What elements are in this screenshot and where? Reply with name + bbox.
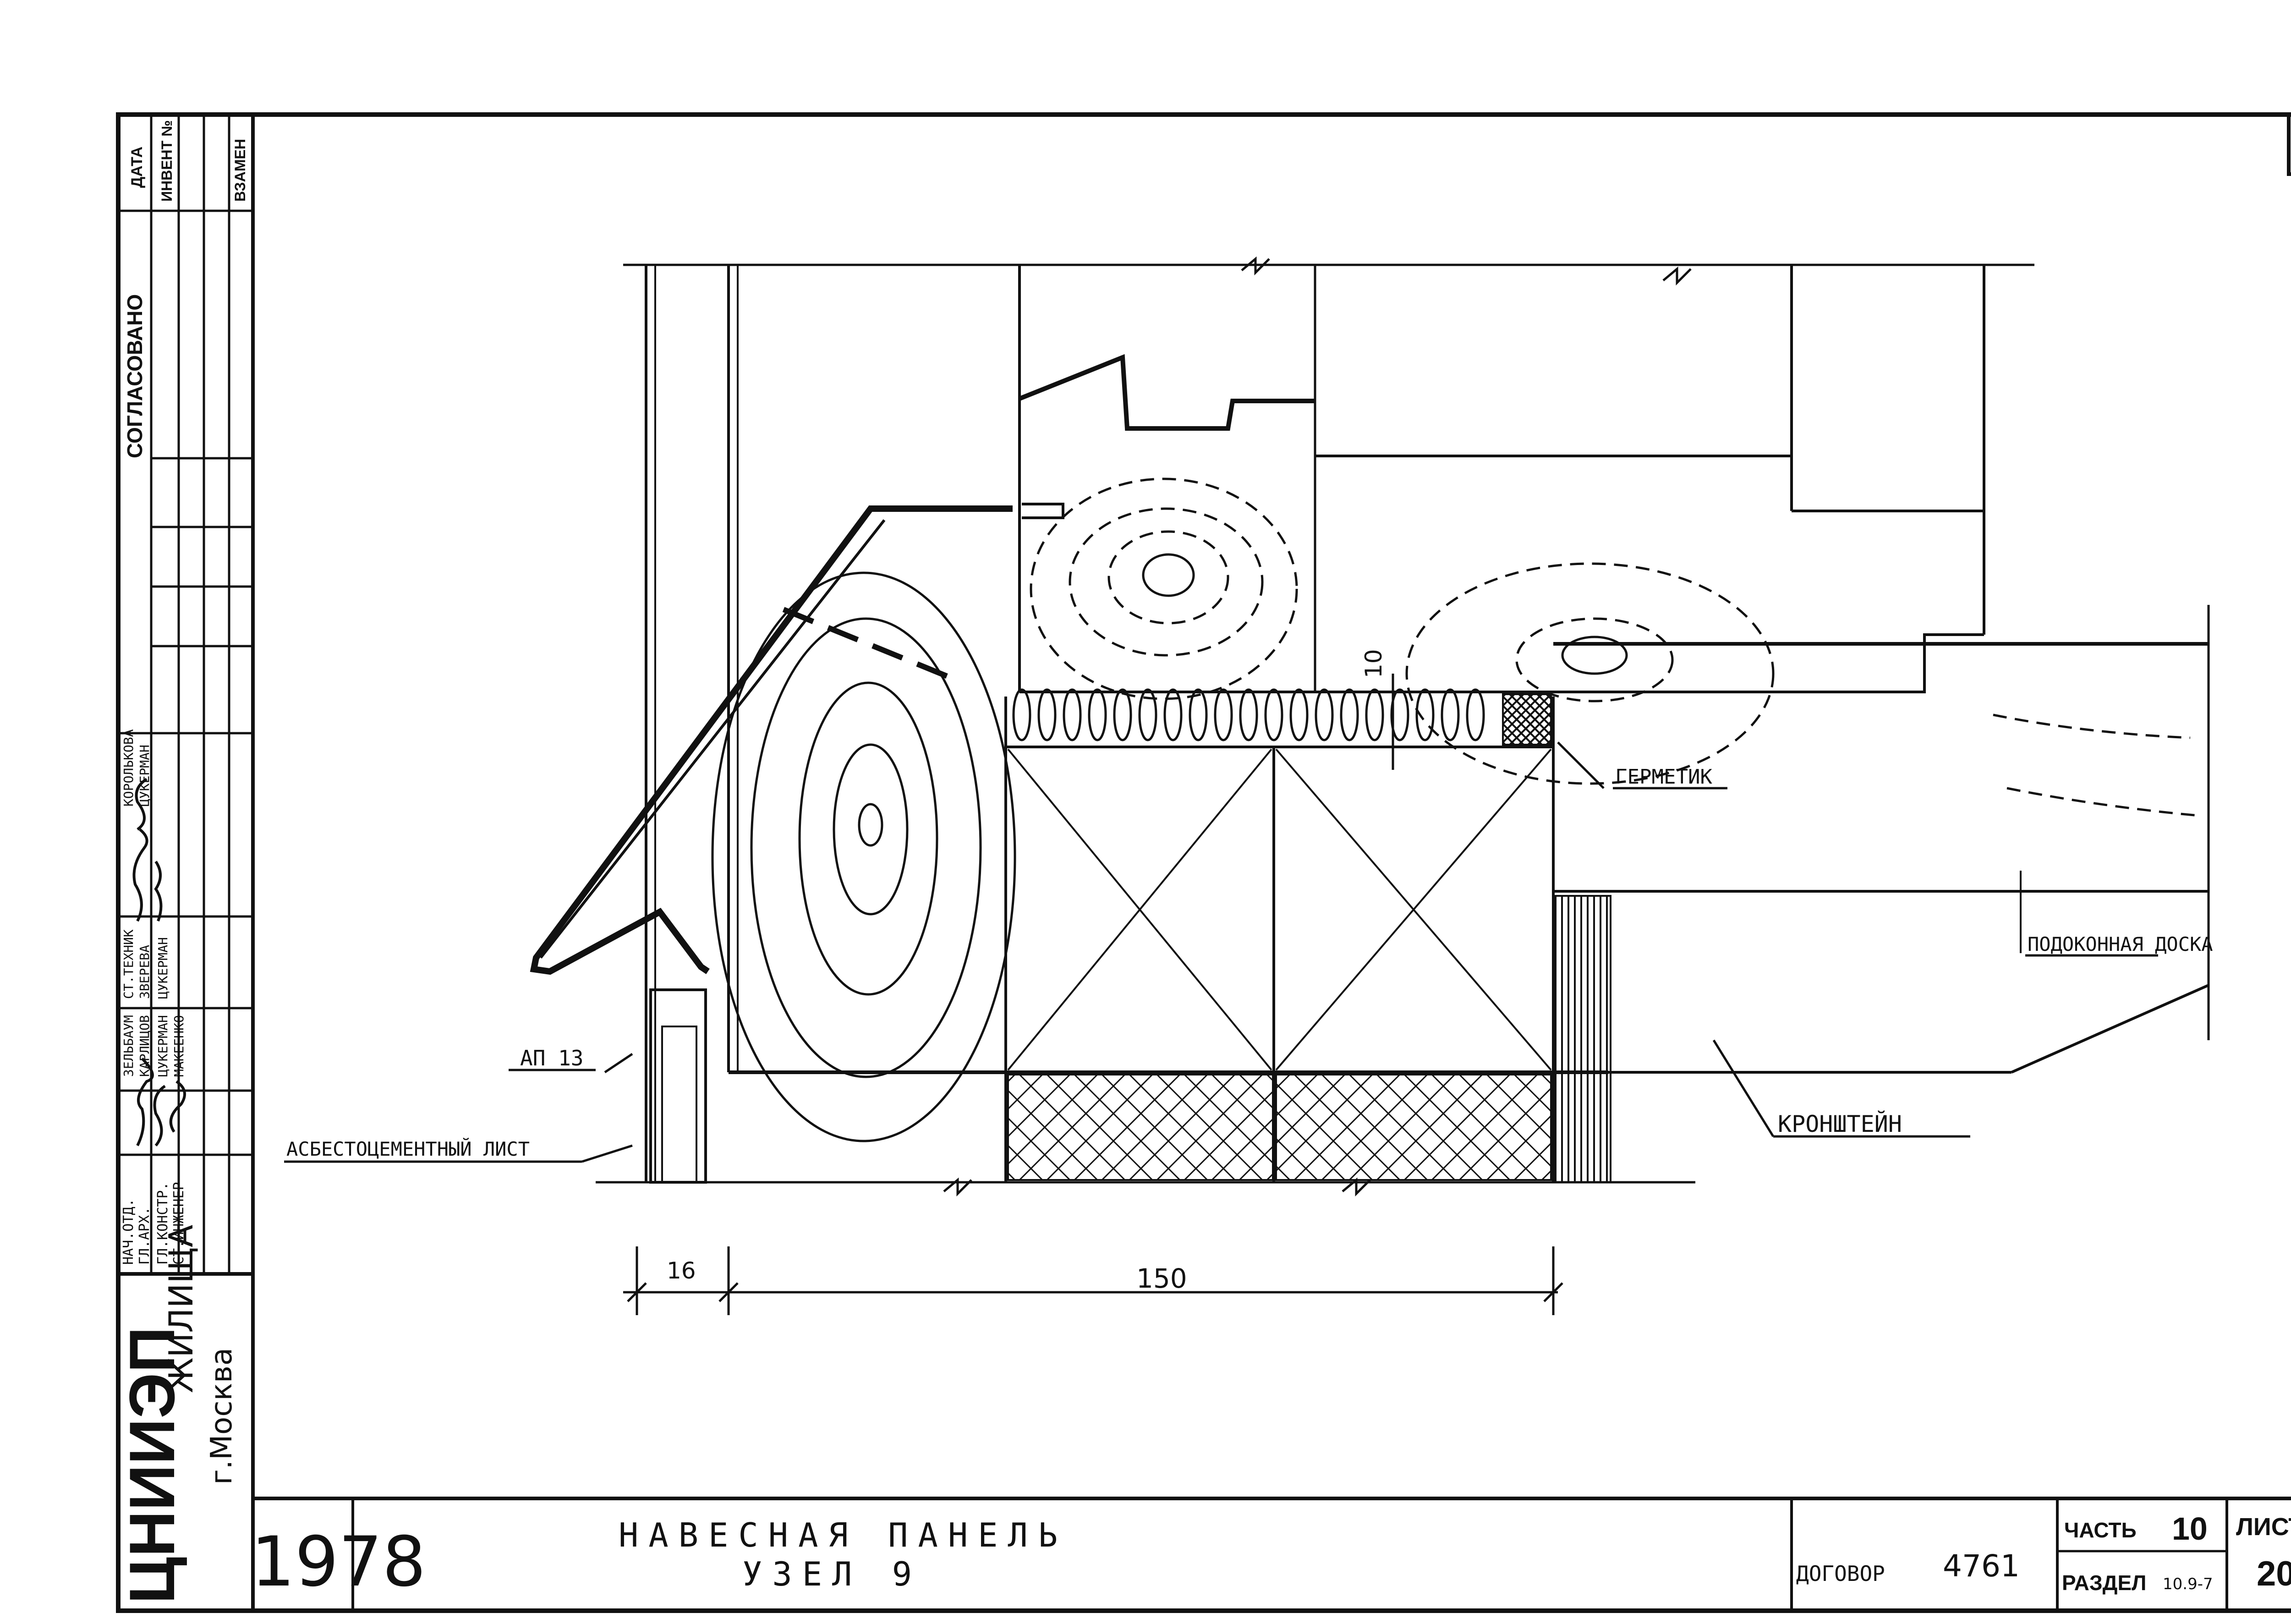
- label-asbestos-sheet: АСБЕСТОЦЕМЕНТНЫЙ ЛИСТ: [286, 1137, 530, 1160]
- stamp-date: ДАТА: [128, 147, 146, 188]
- stamp-name-9: ЦУКЕРМАН: [137, 745, 152, 807]
- stamp-name-7: ЦУКЕРМАН: [155, 937, 170, 999]
- stamp-name-1: ЗЕЛЬБАУМ: [121, 1015, 136, 1077]
- dim-150: 150: [1136, 1263, 1187, 1294]
- stamp-inventory: ИНВЕНТ №: [159, 120, 175, 202]
- label-sill-board: ПОДОКОННАЯ ДОСКА: [2028, 933, 2213, 955]
- stamp-replace: ВЗАМЕН: [232, 139, 248, 202]
- coil-insulation: [1012, 688, 1485, 741]
- sheet-frame: [116, 112, 2291, 1613]
- stamp-name-4: МАКЕЕНКО: [171, 1015, 186, 1077]
- sheet-label: ЛИСТ: [2236, 1513, 2291, 1541]
- dim-16: 16: [667, 1257, 696, 1284]
- title-block: [253, 1497, 2291, 1611]
- corner-number-box: 21: [2287, 113, 2291, 176]
- label-sealant: ГЕРМЕТИК: [1615, 765, 1712, 789]
- stamp-role-1: НАЧ.ОТД.: [121, 1199, 137, 1265]
- part-number: 10: [2172, 1511, 2208, 1547]
- contract-label: ДОГОВОР: [1796, 1561, 1885, 1586]
- stamp-role-4: СТ.ИНЖЕНЕР: [171, 1182, 187, 1265]
- dim-10: 10: [1360, 649, 1387, 678]
- title-line-2: УЗЕЛ 9: [742, 1555, 922, 1593]
- insulation-hatch-right: [1275, 1074, 1552, 1181]
- stamp-name-8: КОРОЛЬКОВА: [121, 729, 136, 807]
- stamp-name-5: СТ.ТЕХНИК: [121, 929, 136, 999]
- title-line-1: НАВЕСНАЯ ПАНЕЛЬ: [619, 1516, 1068, 1554]
- stamp-role-3: ГЛ.КОНСТР.: [155, 1182, 171, 1265]
- insulation-hatch-left: [1007, 1074, 1274, 1181]
- stamp-role-2: ГЛ.АРХ.: [137, 1207, 153, 1265]
- dimension-lines: [284, 674, 2158, 1315]
- org-name-rest: ЖИЛИЩА: [162, 1225, 200, 1393]
- section-label: РАЗДЕЛ: [2062, 1571, 2146, 1595]
- sheet-number: 20: [2257, 1554, 2291, 1593]
- label-bracket: КРОНШТЕЙН: [1778, 1110, 1902, 1137]
- org-name-big: ЦНИИЭП: [116, 1327, 188, 1604]
- stamp-name-6: ЗВЕРЕВА: [137, 945, 152, 999]
- label-ap13: АП 13: [520, 1046, 583, 1070]
- wood-grain: [711, 477, 2200, 1142]
- section-number: 10.9-7: [2163, 1575, 2213, 1593]
- wall-panel-section: [530, 256, 2210, 1197]
- signatures: [132, 778, 186, 1147]
- vertical-hatch: [1555, 895, 1611, 1183]
- org-city: г.Москва: [205, 1348, 239, 1485]
- stamp-name-3: ЦУКЕРМАН: [155, 1015, 170, 1077]
- part-label: ЧАСТЬ: [2064, 1518, 2137, 1542]
- sealant-hatch: [1502, 693, 1552, 746]
- year: 1978: [251, 1522, 426, 1602]
- contract-number: 4761: [1943, 1548, 2020, 1584]
- stamp-approved: СОГЛАСОВАНО: [123, 294, 147, 458]
